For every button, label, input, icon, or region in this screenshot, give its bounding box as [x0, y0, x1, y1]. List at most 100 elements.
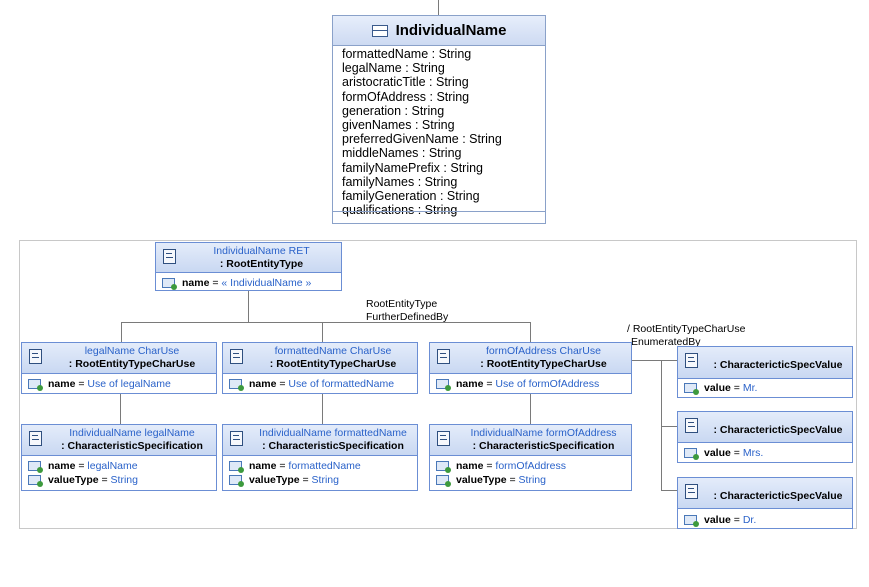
slot-key: name — [456, 378, 484, 390]
slot-equals: = — [276, 378, 289, 390]
slot-icon — [162, 278, 177, 290]
instance-slot: valueType = String — [223, 473, 417, 487]
spec-value-mr-instance[interactable]: : CharactericticSpecValue value = Mr. — [677, 346, 853, 398]
instance-name: IndividualName formOfAddress — [470, 427, 617, 439]
slot-icon — [684, 515, 699, 527]
instance-name: formOfAddress CharUse — [486, 345, 601, 357]
instance-type: : CharactericticSpecValue — [713, 490, 843, 502]
class-attribute: qualifications : String — [342, 203, 458, 218]
class-attributes: formattedName : String legalName : Strin… — [333, 46, 545, 217]
instance-header: formattedName CharUse : RootEntityTypeCh… — [223, 343, 417, 374]
slot-equals: = — [98, 474, 111, 486]
slot-icon — [436, 461, 451, 473]
instance-type: : CharacteristicSpecification — [262, 440, 404, 452]
slot-equals: = — [483, 460, 496, 472]
instance-name: IndividualName legalName — [69, 427, 195, 439]
instance-type: : CharacteristicSpecification — [472, 440, 615, 452]
slot-key: valueType — [456, 474, 507, 486]
slot-equals: = — [730, 382, 743, 394]
instance-type: : CharacteristicSpecification — [61, 440, 203, 452]
slot-icon — [28, 379, 43, 391]
slot-value: String — [518, 474, 546, 486]
formattedname-charuse-instance[interactable]: formattedName CharUse : RootEntityTypeCh… — [222, 342, 418, 394]
slot-key: value — [704, 382, 731, 394]
class-attribute: familyNamePrefix : String — [342, 160, 484, 175]
enumerated-label-line1: / RootEntityTypeCharUse — [627, 323, 746, 335]
formofaddress-charuse-instance[interactable]: formOfAddress CharUse : RootEntityTypeCh… — [429, 342, 632, 394]
class-attribute: familyNames : String — [342, 174, 458, 189]
further-defined-label-line1: RootEntityType — [366, 298, 438, 310]
instance-type: : CharactericticSpecValue — [713, 359, 843, 371]
slot-equals: = — [730, 514, 743, 526]
class-attribute: givenNames : String — [342, 118, 455, 133]
instance-icon — [29, 431, 42, 446]
slot-key: value — [704, 447, 731, 459]
slot-key: valueType — [48, 474, 99, 486]
instance-name: formattedName CharUse — [274, 345, 392, 357]
class-attribute: preferredGivenName : String — [342, 132, 502, 147]
instance-header: IndividualName legalName : Characteristi… — [22, 425, 216, 456]
instance-icon — [230, 349, 243, 364]
instance-header: legalName CharUse : RootEntityTypeCharUs… — [22, 343, 216, 374]
instance-header: : CharactericticSpecValue — [678, 347, 852, 379]
slot-value: String — [110, 474, 138, 486]
slot-key: name — [249, 378, 277, 390]
instance-slot: name = Use of formattedName — [223, 377, 417, 391]
root-entity-instance[interactable]: IndividualName RET : RootEntityType name… — [155, 242, 342, 291]
slot-icon — [28, 475, 43, 487]
instance-header: IndividualName formattedName : Character… — [223, 425, 417, 456]
spec-value-mrs-instance[interactable]: : CharactericticSpecValue value = Mrs. — [677, 411, 853, 463]
slot-key: value — [704, 514, 731, 526]
class-operations-compartment — [333, 211, 545, 223]
instance-slot: value = Mrs. — [678, 446, 852, 460]
class-attribute: formattedName : String — [342, 47, 472, 61]
slot-key: valueType — [249, 474, 300, 486]
slot-equals: = — [506, 474, 519, 486]
slot-value: Mrs. — [742, 447, 764, 459]
instance-icon — [230, 431, 243, 446]
instance-name: legalName CharUse — [84, 345, 180, 357]
instance-slot: name = formOfAddress — [430, 459, 631, 473]
formofaddress-spec-instance[interactable]: IndividualName formOfAddress : Character… — [429, 424, 632, 491]
instance-header: IndividualName formOfAddress : Character… — [430, 425, 631, 456]
instance-slot: name = formattedName — [223, 459, 417, 473]
class-attribute: middleNames : String — [342, 146, 462, 161]
slot-icon — [28, 461, 43, 473]
legalname-spec-instance[interactable]: IndividualName legalName : Characteristi… — [21, 424, 217, 491]
slot-value: formattedName — [288, 460, 361, 472]
slot-value: String — [311, 474, 339, 486]
instance-type: : RootEntityTypeCharUse — [68, 358, 196, 370]
instance-name: IndividualName formattedName — [259, 427, 407, 439]
slot-icon — [684, 448, 699, 460]
spec-value-dr-instance[interactable]: : CharactericticSpecValue value = Dr. — [677, 477, 853, 529]
slot-icon — [229, 461, 244, 473]
instance-header: IndividualName RET : RootEntityType — [156, 243, 341, 273]
slot-value: Use of formOfAddress — [495, 378, 600, 390]
class-attribute: aristocraticTitle : String — [342, 75, 469, 90]
individualname-class-box[interactable]: IndividualName formattedName : String le… — [332, 15, 546, 224]
instance-slot: name = Use of legalName — [22, 377, 216, 391]
instance-header: : CharactericticSpecValue — [678, 478, 852, 509]
slot-value: Use of formattedName — [288, 378, 395, 390]
instance-slot: name = « IndividualName » — [156, 276, 341, 290]
instance-icon — [163, 249, 176, 264]
class-attribute: formOfAddress : String — [342, 89, 470, 104]
slot-icon — [436, 475, 451, 487]
class-title: IndividualName — [395, 22, 507, 39]
slot-value: legalName — [87, 460, 138, 472]
instance-name: IndividualName RET — [213, 245, 310, 257]
legalname-charuse-instance[interactable]: legalName CharUse : RootEntityTypeCharUs… — [21, 342, 217, 394]
slot-key: name — [182, 277, 210, 289]
instance-slot: value = Dr. — [678, 513, 852, 527]
slot-value: Mr. — [742, 382, 758, 394]
formattedname-spec-instance[interactable]: IndividualName formattedName : Character… — [222, 424, 418, 491]
instance-icon — [437, 431, 450, 446]
instance-type: : CharactericticSpecValue — [713, 424, 843, 436]
slot-key: name — [456, 460, 484, 472]
further-defined-label-line2: FurtherDefinedBy — [366, 311, 449, 323]
slot-icon — [436, 379, 451, 391]
instance-slot: valueType = String — [22, 473, 216, 487]
instance-icon — [685, 353, 698, 368]
slot-value: Use of legalName — [87, 378, 171, 390]
